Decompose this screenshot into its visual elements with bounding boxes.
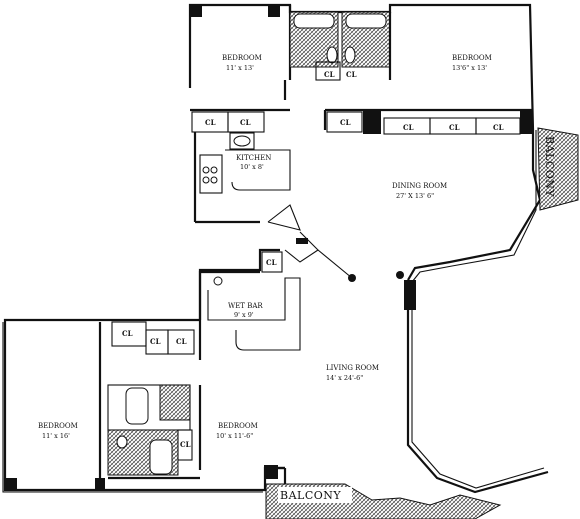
bedroom-top-right-size: 13'6" x 13' [452, 64, 487, 72]
bedroom-bottom-mid-name: BEDROOM [218, 422, 258, 430]
closet-label: CL [240, 118, 251, 127]
bath-bottom [107, 384, 202, 480]
closet-label: CL [493, 123, 504, 132]
wet-bar-name: WET BAR [228, 302, 263, 310]
closet-label: CL [122, 329, 133, 338]
bedroom-top-right-name: BEDROOM [452, 54, 492, 62]
kitchen-walls [191, 111, 291, 224]
closets-top-right [326, 111, 521, 135]
closet-label: CL [180, 440, 191, 449]
bedroom-top-left-size: 11' x 13' [226, 64, 254, 72]
balcony-bottom-label: BALCONY [280, 489, 341, 502]
wet-bar-size: 9' x 9' [234, 311, 254, 319]
pillars [5, 465, 278, 490]
wet-bar [198, 251, 301, 351]
closet-label: CL [150, 337, 161, 346]
closet-label: CL [205, 118, 216, 127]
dining-room-name: DINING ROOM [392, 182, 447, 190]
foyer [267, 204, 416, 310]
closet-label: CL [340, 118, 351, 127]
closet-label: CL [324, 70, 335, 79]
bedroom-bottom-left-name: BEDROOM [38, 422, 78, 430]
closet-label: CL [449, 123, 460, 132]
living-room-name: LIVING ROOM [326, 364, 379, 372]
balcony-right-label: BALCONY [543, 136, 556, 197]
closet-label: CL [176, 337, 187, 346]
closet-label: CL [346, 70, 357, 79]
bedroom-top-right-walls [323, 12, 533, 134]
closet-label: CL [403, 123, 414, 132]
bedroom-bottom-mid-size: 10' x 11'-6" [216, 432, 253, 440]
closet-label: CL [266, 258, 277, 267]
balcony-right: BALCONY [537, 127, 579, 211]
kitchen-name: KITCHEN [236, 154, 271, 162]
balcony-bottom: BALCONY [265, 483, 502, 519]
closets-bottom [98, 320, 202, 490]
bedroom-top-left-name: BEDROOM [222, 54, 262, 62]
living-room-size: 14' x 24'-6" [326, 374, 363, 382]
kitchen-size: 10' x 8' [240, 163, 264, 171]
bath-top-left [289, 11, 341, 81]
bedroom-bottom-left-size: 11' x 16' [42, 432, 70, 440]
bath-top-right [341, 11, 391, 68]
dining-room-size: 27' X 13' 6" [396, 192, 434, 200]
